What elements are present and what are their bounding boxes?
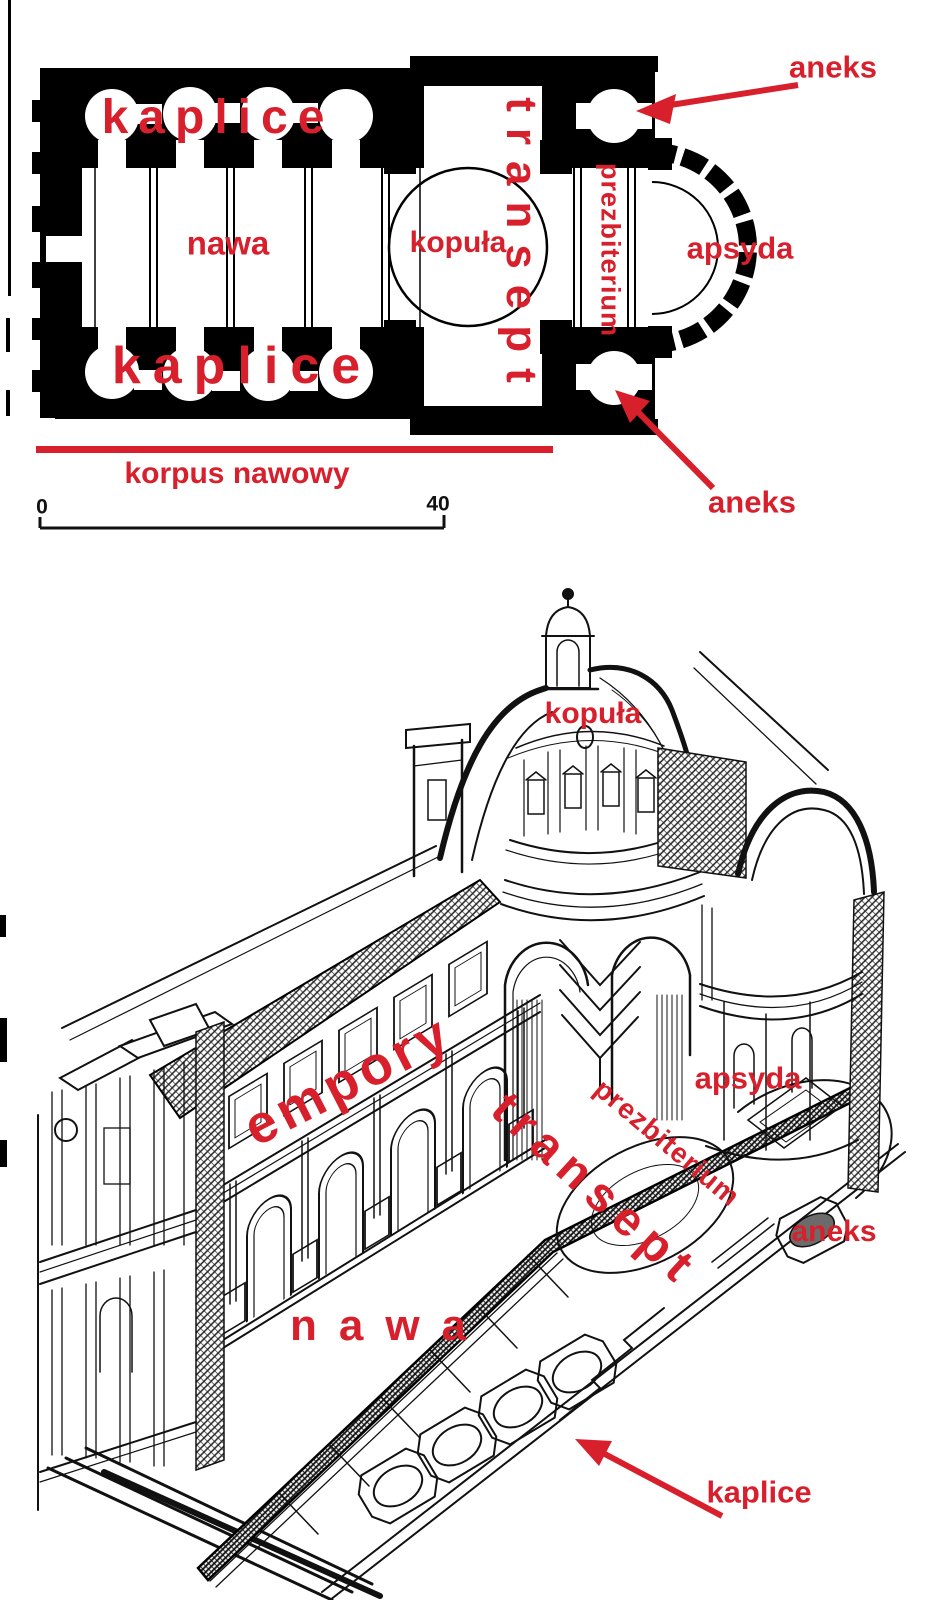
plan-label-nawa: nawa bbox=[186, 224, 270, 262]
scale-bar bbox=[38, 515, 446, 530]
axo-label-kopula: kopuła bbox=[544, 697, 642, 730]
annotation-arrows bbox=[575, 82, 799, 1519]
scale-start-label: 0 bbox=[36, 495, 48, 519]
plan-label-apsyda: apsyda bbox=[686, 230, 794, 266]
aneks-top-arrow bbox=[636, 82, 799, 124]
plan-label-aneks-top: aneks bbox=[789, 49, 877, 85]
scale-end-label: 40 bbox=[426, 492, 450, 516]
plan-label-aneks-bottom: aneks bbox=[708, 484, 796, 520]
plan-label-transept: transept bbox=[497, 97, 546, 399]
aneks-bottom-arrow bbox=[615, 390, 716, 491]
kaplice-arrow bbox=[575, 1439, 724, 1519]
plan-label-korpus-nawowy: korpus nawowy bbox=[124, 457, 350, 490]
axo-label-kaplice: kaplice bbox=[706, 1474, 812, 1510]
plan-label-prezbiterium: prezbiterium bbox=[595, 162, 626, 338]
facade bbox=[37, 1002, 235, 1511]
scan-artifacts bbox=[0, 0, 11, 1167]
plan-label-kaplice-top: kaplice bbox=[101, 91, 335, 144]
korpus-nawowy-bracket bbox=[36, 446, 553, 453]
plan-label-kopula: kopuła bbox=[409, 226, 507, 259]
axonometric-drawing bbox=[37, 588, 906, 1600]
axo-label-apsyda: apsyda bbox=[694, 1060, 802, 1096]
plan-label-kaplice-bottom: kaplice bbox=[111, 337, 373, 395]
axo-label-aneks: aneks bbox=[791, 1215, 877, 1248]
lantern bbox=[536, 588, 600, 691]
axo-label-nawa: nawa bbox=[289, 1301, 489, 1350]
floor-plan-drawing bbox=[32, 56, 757, 435]
